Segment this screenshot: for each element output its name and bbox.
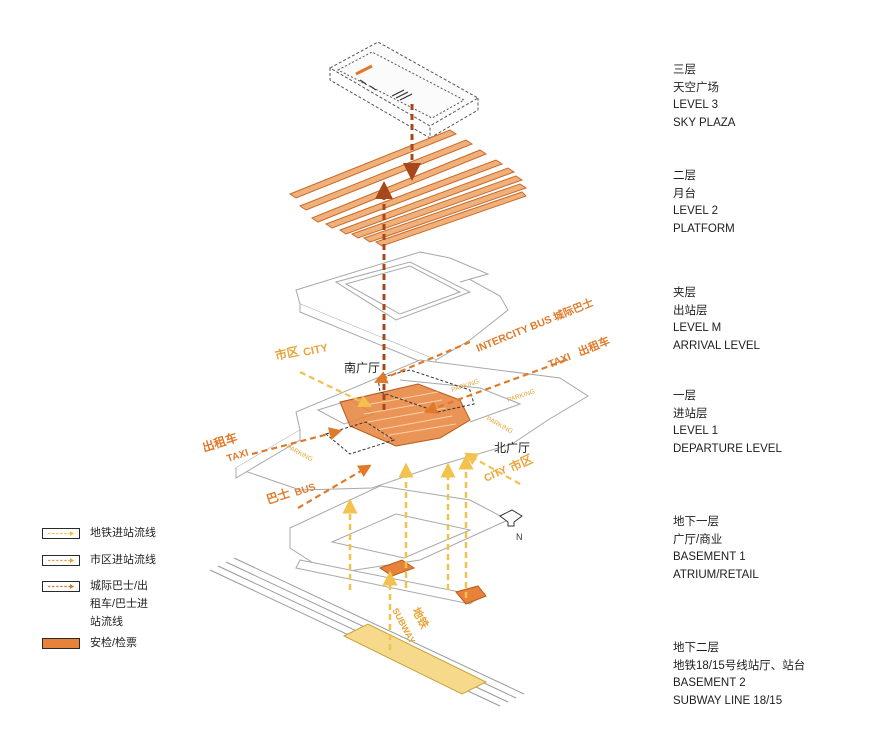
level-label-en2: SUBWAY LINE 18/15 [673,694,783,707]
legend-label-intercity-3: 站流线 [90,616,123,628]
level-label-cn1: 二层 [673,170,696,182]
level-label-1: 一层 进站层 LEVEL 1 DEPARTURE LEVEL [673,388,782,458]
level-label-3: 三层 天空广场 LEVEL 3 SKY PLAZA [673,62,735,132]
bus-label-cn: 巴士 [264,485,291,507]
level-label-cn1: 地下二层 [673,642,719,654]
level-label-en1: LEVEL 2 [673,205,718,217]
level-label-cn2: 地铁18/15号线站厅、站台 [673,659,806,672]
level-label-m: 夹层 出站层 LEVEL M ARRIVAL LEVEL [673,285,760,355]
level-label-en1: LEVEL 1 [673,425,718,437]
level-label-en2: SKY PLAZA [673,116,736,129]
level-2-platform [288,129,528,247]
intercity-taxi-bus-flows [251,340,567,509]
level-label-cn1: 一层 [673,390,696,402]
north-arrow-icon: N [499,509,523,542]
level-label-cn2: 广厅/商业 [673,533,723,546]
level-label-b1: 地下一层 广厅/商业 BASEMENT 1 ATRIUM/RETAIL [673,514,759,584]
legend-label-security: 安检/检票 [90,637,138,649]
legend-label-subway: 地铁进站流线 [90,527,156,539]
legend-label-intercity-1: 城际巴士/出 [90,580,149,592]
level-label-en2: ARRIVAL LEVEL [673,339,760,352]
taxi-label-ne-en: TAXI [547,351,573,371]
level-label-cn1: 夹层 [673,287,696,299]
legend-label-intercity-2: 租车/巴士进 [90,598,149,610]
legend-label-city: 市区进站流线 [90,554,156,566]
level-label-cn2: 月台 [673,187,696,200]
city-flows [299,371,521,485]
subway-platform [342,623,488,695]
level-label-2: 二层 月台 LEVEL 2 PLATFORM [673,168,735,238]
level-label-cn1: 三层 [673,64,696,76]
sky-plaza-details [355,64,413,101]
level-label-cn2: 进站层 [673,407,708,420]
city-label-nw-cn: 市区 [274,343,301,363]
level-label-cn2: 天空广场 [673,81,719,94]
level-label-en1: BASEMENT 1 [673,551,746,563]
subway-flows [342,454,474,650]
city-label-nw-en: CITY [302,342,330,359]
level-label-cn1: 地下一层 [673,516,719,528]
level-label-en1: BASEMENT 2 [673,677,746,689]
north-hall-label: 北广厅 [494,441,530,455]
city-flow-swatch-icon [42,555,80,566]
taxi-label-ne-cn: 出租车 [576,333,612,358]
level-label-en2: ATRIUM/RETAIL [673,568,759,581]
level-label-cn2: 出站层 [673,304,708,317]
north-label: N [516,532,523,542]
level-label-en2: DEPARTURE LEVEL [673,442,782,455]
level-3-sky-plaza [328,41,480,139]
level-label-en1: LEVEL 3 [673,99,718,111]
level-m-arrival [295,251,509,369]
subway-label-cn: 地铁 [409,605,432,631]
vertical-flow-dark [375,104,421,410]
subway-flow-swatch-icon [42,528,80,539]
south-hall-label: 南广厅 [344,360,380,375]
level-label-en2: PLATFORM [673,222,735,235]
intercity-flow-swatch-icon [42,581,80,592]
level-label-en1: LEVEL M [673,322,722,334]
city-label-se-en: CITY [482,464,509,485]
south-hall-dashed-box [324,369,475,455]
security-swatch-icon [42,638,80,649]
level-label-b2: 地下二层 地铁18/15号线站厅、站台 BASEMENT 2 SUBWAY LI… [673,640,805,710]
